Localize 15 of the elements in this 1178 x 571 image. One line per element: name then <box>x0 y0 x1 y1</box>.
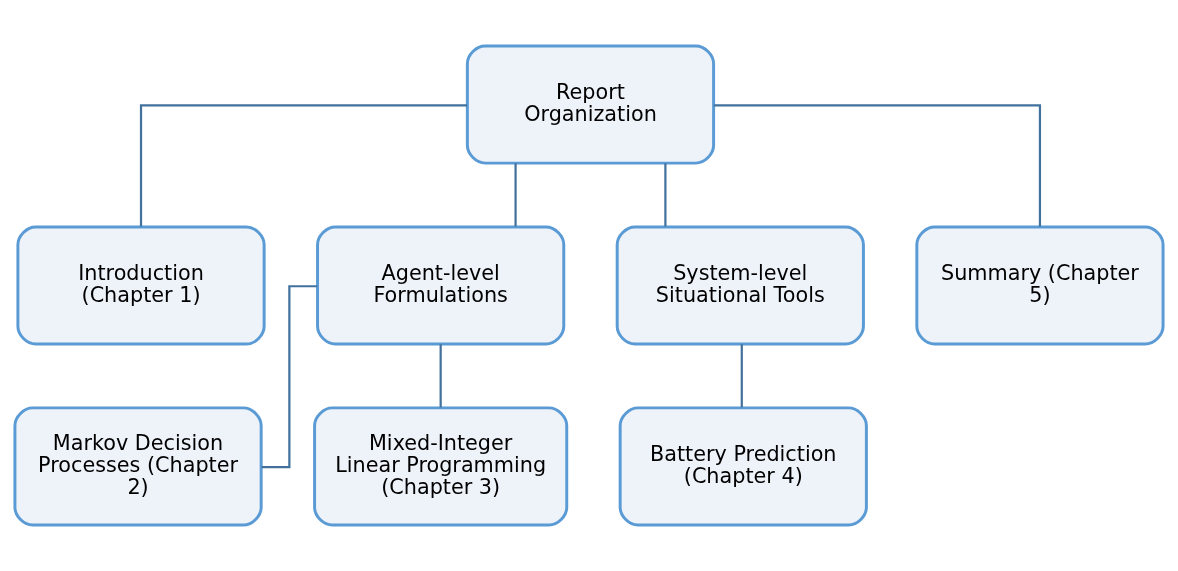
node-box: Mixed-Integer Linear Programming (Chapter 3) <box>313 406 569 527</box>
node-box: Introduction (Chapter 1) <box>16 225 266 346</box>
node-box: Summary (Chapter 5) <box>915 225 1165 346</box>
node-box: Battery Prediction (Chapter 4) <box>618 406 868 527</box>
connector <box>514 163 517 227</box>
node-box: Report Organization <box>465 44 716 165</box>
connector <box>740 344 743 408</box>
node-box: System-level Situational Tools <box>615 225 865 346</box>
node-box: Markov Decision Processes (Chapter 2) <box>13 406 263 527</box>
node-box: Agent-level Formulations <box>316 225 566 346</box>
connector <box>261 285 318 469</box>
connector <box>664 163 667 227</box>
connector <box>713 104 1042 227</box>
connector <box>439 344 442 408</box>
connector <box>139 104 468 227</box>
